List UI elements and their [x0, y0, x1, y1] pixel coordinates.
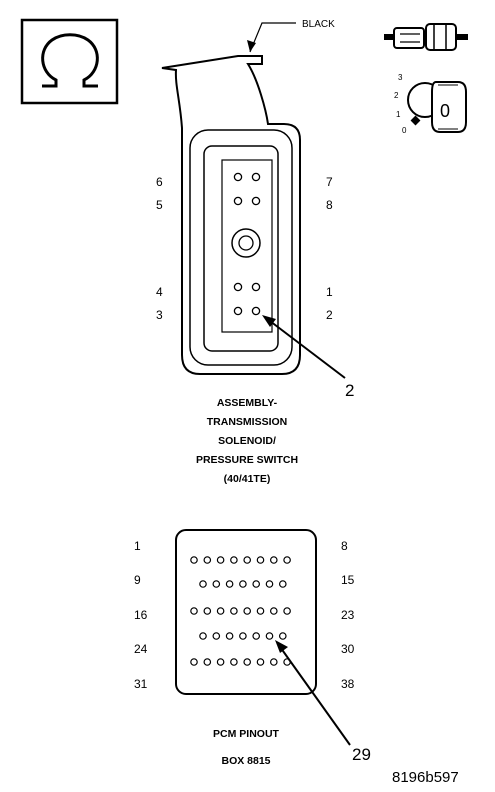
meter-dial-0: 0 [402, 126, 407, 135]
solenoid-pin-label-1: 1 [326, 285, 333, 299]
pcm-pin-8 [283, 556, 291, 564]
pcm-callout-arrow [275, 640, 351, 746]
pcm-pin-33 [216, 658, 225, 666]
pcm-pin-4 [230, 556, 238, 564]
connector-probe-icon [384, 23, 468, 51]
pcm-row-label-1: 1 [134, 539, 141, 553]
solenoid-pin-label-7: 7 [326, 175, 333, 189]
pcm-pin-37 [269, 658, 278, 666]
pcm-pin-19 [230, 607, 238, 615]
pcm-pin-29 [265, 632, 274, 640]
meter-dial-2: 2 [394, 91, 399, 100]
solenoid-title-line-1: ASSEMBLY- [217, 397, 278, 409]
pcm-pin-34 [230, 658, 238, 666]
pcm-pin-2 [203, 556, 212, 564]
pcm-pin-9 [199, 580, 207, 588]
pcm-pin-25 [212, 632, 221, 640]
pcm-row-label-30: 30 [341, 642, 355, 656]
solenoid-pin-label-3: 3 [156, 308, 163, 322]
meter-dial-3: 3 [398, 73, 403, 82]
solenoid-title: ASSEMBLY- TRANSMISSION SOLENOID/ PRESSUR… [196, 397, 298, 485]
pcm-pin-12 [239, 580, 247, 588]
pcm-pin-32 [203, 658, 212, 666]
pcm-row-label-15: 15 [341, 573, 355, 587]
solenoid-callout-arrow [262, 315, 346, 379]
pcm-pin-18 [216, 607, 225, 615]
pcm-pin-1 [190, 556, 198, 564]
ignition-key-icon: 3 2 1 0 0 [394, 73, 467, 135]
pcm-pin-30 [278, 632, 287, 640]
pcm-pin-7 [269, 556, 278, 564]
pcm-pin-10 [212, 580, 221, 588]
solenoid-pin-label-6: 6 [156, 175, 163, 189]
pcm-row-label-9: 9 [134, 573, 141, 587]
figure-id: 8196b597 [392, 769, 459, 786]
pcm-pin-14 [265, 580, 274, 588]
solenoid-title-line-5: (40/41TE) [224, 473, 271, 485]
meter-knob-reading: 0 [440, 101, 450, 121]
pcm-pin-26 [225, 632, 234, 640]
wire-color-label: BLACK [302, 19, 335, 30]
pcm-row-label-8: 8 [341, 539, 348, 553]
pcm-title-line-2: BOX 8815 [221, 755, 270, 767]
pcm-row-label-38: 38 [341, 677, 355, 691]
solenoid-pin-label-4: 4 [156, 285, 163, 299]
pcm-pin-36 [256, 658, 265, 666]
pcm-connector [175, 529, 317, 695]
pcm-pin-6 [256, 556, 265, 564]
pcm-row-label-31: 31 [134, 677, 148, 691]
pcm-pin-5 [243, 556, 252, 564]
pcm-pin-27 [239, 632, 247, 640]
pcm-pin-31 [190, 658, 198, 666]
pcm-pin-11 [225, 580, 234, 588]
pcm-pin-16 [190, 607, 198, 615]
pcm-pin-3 [216, 556, 225, 564]
pcm-pin-24 [199, 632, 207, 640]
pcm-row-label-16: 16 [134, 608, 148, 622]
solenoid-title-line-2: TRANSMISSION [207, 416, 288, 428]
pcm-callout-number: 29 [352, 745, 371, 764]
solenoid-pin-label-2: 2 [326, 308, 333, 322]
pcm-pin-23 [283, 607, 291, 615]
pcm-title-line-1: PCM PINOUT [213, 728, 280, 740]
solenoid-title-line-3: SOLENOID/ [218, 435, 276, 447]
pcm-pin-grid [190, 556, 291, 666]
pcm-pin-17 [203, 607, 212, 615]
solenoid-callout-number: 2 [345, 381, 354, 400]
pcm-pin-35 [243, 658, 252, 666]
wire-color-callout: BLACK [247, 19, 335, 53]
ohm-icon [20, 18, 119, 105]
pcm-pin-22 [269, 607, 278, 615]
pcm-pin-21 [256, 607, 265, 615]
pcm-pin-15 [278, 580, 287, 588]
pcm-pin-20 [243, 607, 252, 615]
solenoid-connector [161, 55, 301, 375]
pcm-pin-28 [252, 632, 261, 640]
solenoid-pin-label-5: 5 [156, 198, 163, 212]
solenoid-pin-label-8: 8 [326, 198, 333, 212]
pcm-pin-13 [252, 580, 261, 588]
meter-dial-1: 1 [396, 110, 401, 119]
pcm-row-label-23: 23 [341, 608, 355, 622]
solenoid-title-line-4: PRESSURE SWITCH [196, 454, 298, 466]
pcm-row-label-24: 24 [134, 642, 148, 656]
